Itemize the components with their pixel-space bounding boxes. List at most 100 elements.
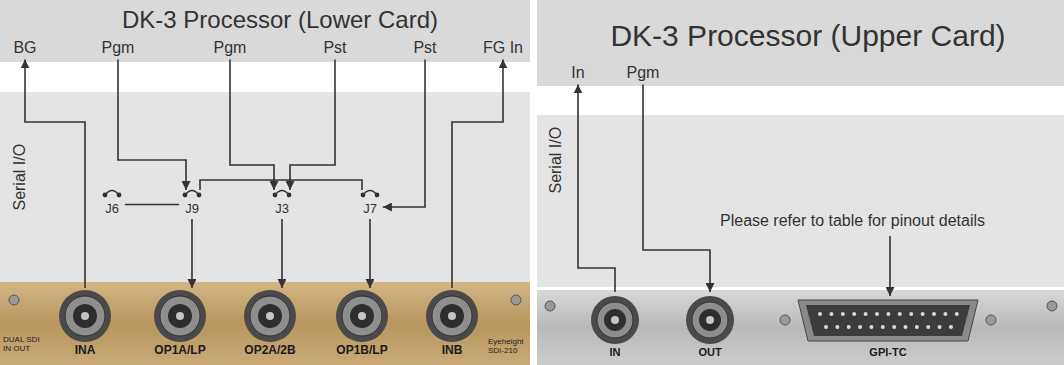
card-band xyxy=(537,0,1064,86)
serial-band: Serial I/O J6 J9 J3 J7 xyxy=(0,92,530,282)
bnc-connector xyxy=(244,290,296,342)
bnc-body xyxy=(336,290,388,342)
bnc-body xyxy=(686,296,734,344)
bnc-connector xyxy=(591,296,639,344)
jumper-contact xyxy=(287,193,292,198)
signal-wire xyxy=(125,204,179,206)
jumper-contact xyxy=(361,193,366,198)
card-band xyxy=(0,0,530,62)
signal-name-text: BG xyxy=(13,39,36,57)
bnc-socket xyxy=(699,309,721,331)
jumper-label-text: J6 xyxy=(105,202,119,217)
bnc-socket xyxy=(604,309,626,331)
bnc-body xyxy=(244,290,296,342)
bnc-connector xyxy=(336,290,388,342)
dsub-screw xyxy=(986,315,996,325)
connector-label-text: OP2A/2B xyxy=(235,344,305,358)
signal-wire xyxy=(118,59,186,190)
bnc-ring xyxy=(342,296,382,336)
jumper-label-text: J9 xyxy=(185,202,199,217)
bnc-socket xyxy=(440,304,464,328)
connector-label-text: OP1B/LP xyxy=(327,344,397,358)
signal-name-text: Pgm xyxy=(214,39,247,57)
signal-wire xyxy=(281,219,283,288)
bnc-socket xyxy=(73,304,97,328)
panel-screw xyxy=(9,295,19,305)
signal-wire xyxy=(25,59,85,288)
signal-wire xyxy=(383,59,425,207)
signal-name: Pgm xyxy=(210,37,251,59)
connector-label-text: OUT xyxy=(680,346,740,359)
bnc-pin xyxy=(176,312,184,320)
connector-label: GPI-TC xyxy=(788,292,988,359)
bnc-body xyxy=(154,290,206,342)
leader-arrow xyxy=(889,236,891,296)
signal-name: Pst xyxy=(409,37,440,59)
jumper-contact xyxy=(375,193,380,198)
panel-marking: DUAL SDI IN OUT xyxy=(3,336,47,354)
connector-label: IN xyxy=(585,292,645,359)
signal-wire xyxy=(578,84,615,292)
bnc-connector xyxy=(154,290,206,342)
bnc-pin xyxy=(448,312,456,320)
jumper-label: J9 xyxy=(179,190,205,219)
serial-band xyxy=(0,92,530,282)
card-band: DK-3 Processor (Lower Card)BGPgmPgmPstPs… xyxy=(0,0,530,62)
bnc-socket xyxy=(258,304,282,328)
connector-label: OP1A/LP xyxy=(145,288,215,358)
jumper-label: J7 xyxy=(357,190,383,219)
bnc-body xyxy=(426,290,478,342)
bnc-pin xyxy=(358,312,366,320)
bnc-connector xyxy=(59,290,111,342)
jumper-label-text: J3 xyxy=(275,202,289,217)
signal-wire xyxy=(369,219,371,288)
connector-label-text: OP1A/LP xyxy=(145,344,215,358)
bnc-ring xyxy=(250,296,290,336)
card-title: DK-3 Processor (Lower Card) xyxy=(122,6,438,34)
rear-panel xyxy=(537,290,1064,365)
card-title: DK-3 Processor (Upper Card) xyxy=(610,19,1005,54)
signal-name-text: Pgm xyxy=(627,64,660,82)
signal-name-text: In xyxy=(571,64,584,82)
bnc-body xyxy=(59,290,111,342)
bnc-connector xyxy=(426,290,478,342)
bnc-pin xyxy=(706,316,714,324)
signal-name: Pgm xyxy=(98,37,139,59)
rear-panel xyxy=(0,282,530,365)
connector-label-text: GPI-TC xyxy=(788,346,988,359)
connector-label: INA xyxy=(50,288,120,358)
panel-screw xyxy=(545,301,555,311)
panel-screw xyxy=(511,295,521,305)
bnc-socket xyxy=(350,304,374,328)
signal-name: BG xyxy=(9,37,40,59)
jumper-contact xyxy=(183,193,188,198)
signal-wire xyxy=(191,219,193,288)
panel-screw xyxy=(1047,301,1057,311)
bnc-ring xyxy=(432,296,472,336)
signal-wire xyxy=(200,180,362,190)
connector-label: OUT xyxy=(680,292,740,359)
bnc-connector xyxy=(686,296,734,344)
connector-label-text: IN xyxy=(585,346,645,359)
band-label: Serial I/O xyxy=(11,144,29,211)
bnc-ring xyxy=(65,296,105,336)
bnc-pin xyxy=(611,316,619,324)
jumper-label: J3 xyxy=(269,190,295,219)
signal-name: In xyxy=(567,62,588,84)
dsub-insert xyxy=(806,305,970,336)
band-label: Serial I/O xyxy=(547,127,565,194)
signal-name: FG In xyxy=(479,37,527,59)
dsub-shell xyxy=(798,300,978,341)
jumper-contact xyxy=(117,193,122,198)
connector-label: INB xyxy=(417,288,487,358)
connector-label: OP2A/2B xyxy=(235,288,305,358)
jumper-label-text: J7 xyxy=(363,202,377,217)
signal-wire xyxy=(643,84,710,292)
signal-name-text: FG In xyxy=(483,39,523,57)
bnc-ring xyxy=(692,302,728,338)
signal-name: Pgm xyxy=(623,62,664,84)
signal-wire xyxy=(230,59,274,190)
connector-label: OP1B/LP xyxy=(327,288,397,358)
card-band: DK-3 Processor (Upper Card) In Pgm xyxy=(537,0,1064,86)
